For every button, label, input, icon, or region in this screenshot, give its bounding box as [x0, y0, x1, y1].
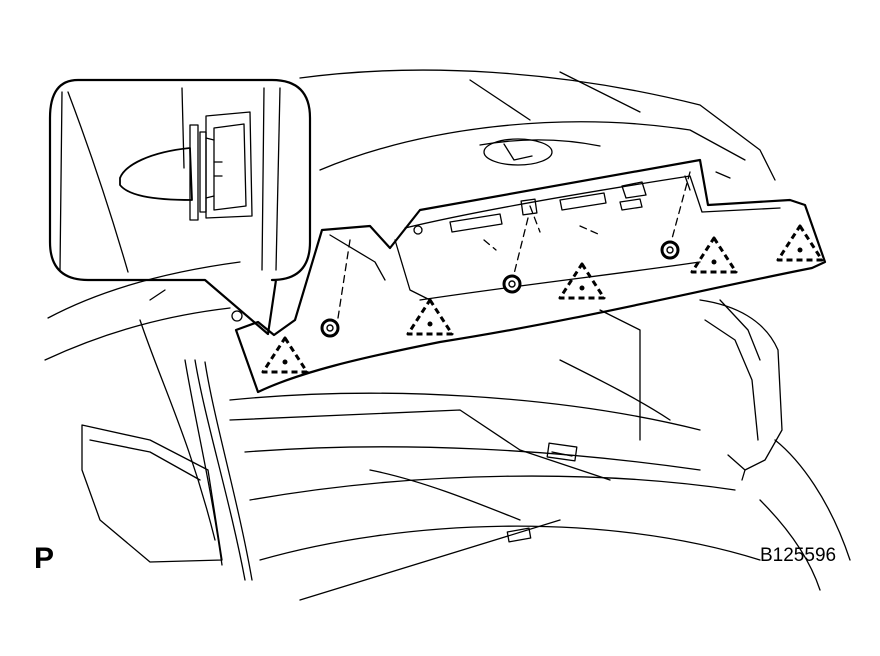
clip-triangle-icon	[558, 262, 606, 300]
figure-id-label: B125596	[760, 545, 837, 566]
clip-triangle-icon	[776, 224, 824, 262]
clip-detail-inset	[48, 78, 312, 336]
screw-nut-icon	[320, 318, 340, 338]
clip-triangle-icon	[261, 336, 309, 374]
garnish-panel	[231, 158, 827, 394]
car-body-outline	[44, 69, 851, 601]
screw-nut-icon	[660, 240, 680, 260]
screw-nut-icon	[502, 274, 522, 294]
install-guide-lines	[337, 171, 691, 319]
clip-triangle-icon	[690, 236, 738, 274]
view-letter-label: P	[34, 542, 55, 575]
clip-triangle-icon	[406, 298, 454, 336]
